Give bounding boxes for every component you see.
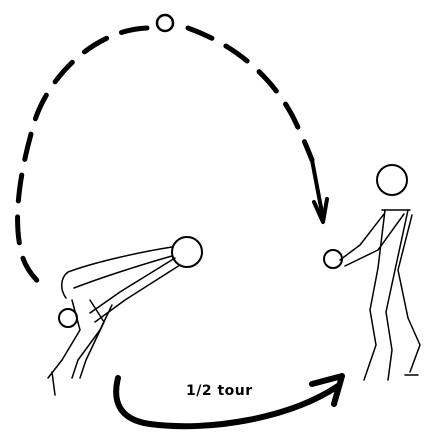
ball-top [157,15,173,31]
player-right-head [377,165,407,195]
player-left-head [172,237,202,267]
ball-trajectory-right [188,28,312,160]
ball-trajectory-left [18,28,147,290]
player-right-ball [324,250,342,268]
player-left-foot [52,360,78,395]
half-turn-caption: 1/2 tour [186,383,253,399]
player-right [324,165,420,380]
player-left-ball [59,309,77,327]
player-right-arm-1 [340,214,384,260]
player-left-back-2 [74,256,172,288]
player-left-arm-1 [90,258,175,313]
player-left [48,237,202,395]
player-right-arm-2 [345,214,404,266]
